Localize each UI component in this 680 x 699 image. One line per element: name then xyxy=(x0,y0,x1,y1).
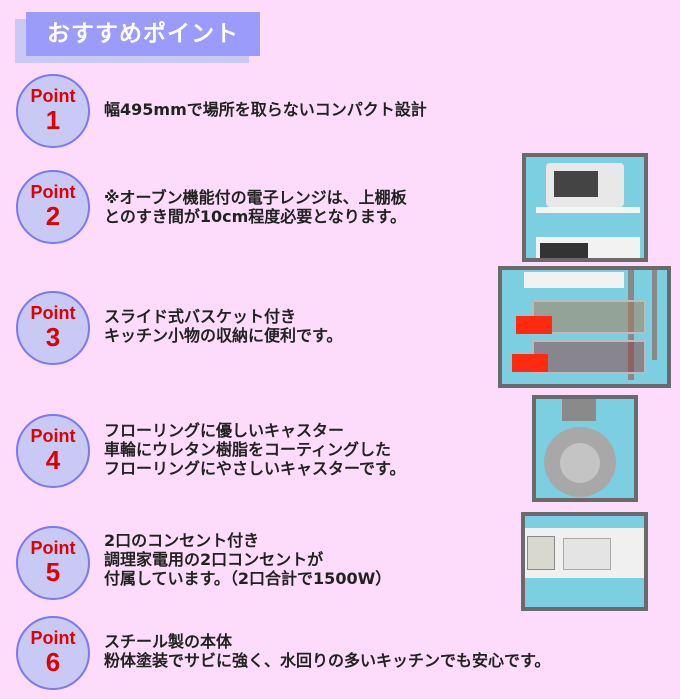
text-line: 調理家電用の2口コンセントが xyxy=(104,550,324,569)
photo-toaster-microwave xyxy=(522,153,648,262)
point-label: Point xyxy=(30,426,76,446)
text-line: キッチン小物の収納に便利です。 xyxy=(104,326,343,345)
caster-hub xyxy=(560,443,600,483)
section-title: おすすめポイント xyxy=(26,12,260,56)
point-4-text: フローリングに優しいキャスター車輪にウレタン樹脂をコーティングしたフローリングに… xyxy=(104,421,405,478)
text-line: 幅495mmで場所を取らないコンパクト設計 xyxy=(104,100,427,119)
photo-sliding-baskets xyxy=(498,266,671,388)
point-1-text: 幅495mmで場所を取らないコンパクト設計 xyxy=(104,100,427,119)
text-line: フローリングに優しいキャスター xyxy=(104,421,345,440)
point-number: 3 xyxy=(45,322,61,352)
toaster-window xyxy=(554,171,598,197)
point-3-text: スライド式バスケット付きキッチン小物の収納に便利です。 xyxy=(104,307,342,345)
outlet-socket xyxy=(563,538,611,570)
point-label: Point xyxy=(30,628,76,648)
microwave-door xyxy=(540,243,588,258)
text-line: 付属しています。（2口合計で1500W） xyxy=(104,569,392,588)
photo-outlet xyxy=(521,512,648,611)
text-line: ※オーブン機能付の電子レンジは、上棚板 xyxy=(104,188,407,207)
point-label: Point xyxy=(30,538,76,558)
text-line: 粉体塗装でサビに強く、水回りの多いキッチンでも安心です。 xyxy=(104,651,551,670)
point-number: 1 xyxy=(45,105,61,135)
outlet-label xyxy=(527,536,555,570)
point-label: Point xyxy=(30,86,76,106)
arrow-icon xyxy=(512,354,548,372)
arrow-icon xyxy=(516,316,552,334)
shelf-board xyxy=(524,272,624,288)
point-6-text: スチール製の本体粉体塗装でサビに強く、水回りの多いキッチンでも安心です。 xyxy=(104,632,550,670)
point-label: Point xyxy=(30,182,76,202)
point-number: 5 xyxy=(45,557,61,587)
text-line: 車輪にウレタン樹脂をコーティングした xyxy=(104,440,392,459)
point-number: 2 xyxy=(45,201,61,231)
text-line: とのすき間が10cm程度必要となります。 xyxy=(104,207,407,226)
text-line: フローリングにやさしいキャスターです。 xyxy=(104,459,406,478)
text-line: 2口のコンセント付き xyxy=(104,531,260,550)
point-5-text: 2口のコンセント付き調理家電用の2口コンセントが付属しています。（2口合計で15… xyxy=(104,531,391,588)
text-line: スライド式バスケット付き xyxy=(104,307,297,326)
point-2-text: ※オーブン機能付の電子レンジは、上棚板とのすき間が10cm程度必要となります。 xyxy=(104,188,407,226)
point-number: 4 xyxy=(45,445,61,475)
text-line: スチール製の本体 xyxy=(104,632,233,651)
frame-leg xyxy=(652,270,657,360)
caster-mount xyxy=(562,399,596,421)
shelf-board xyxy=(536,207,640,213)
point-label: Point xyxy=(30,303,76,323)
photo-caster xyxy=(532,395,638,502)
basket-lower xyxy=(532,340,646,374)
point-number: 6 xyxy=(45,647,61,677)
